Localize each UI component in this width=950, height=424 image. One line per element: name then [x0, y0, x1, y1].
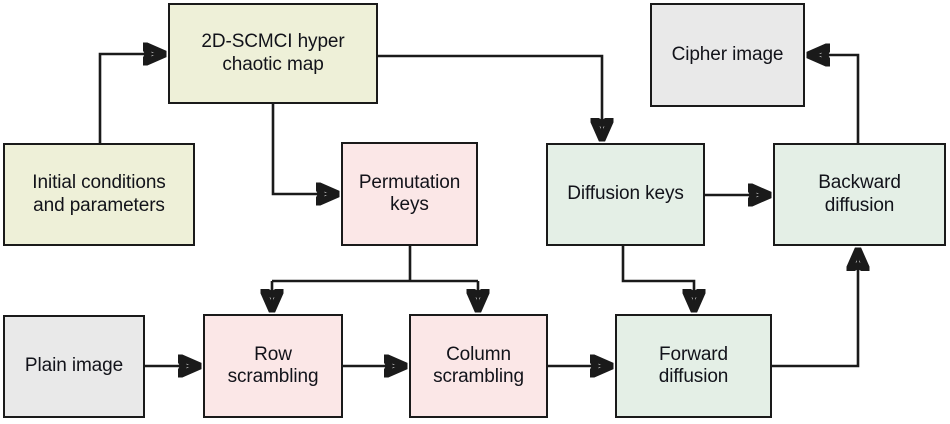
- node-plain-image[interactable]: Plain image: [3, 315, 145, 418]
- edge-initial-to-map: [98, 54, 163, 143]
- edge-map-to-permutation: [271, 104, 336, 194]
- node-backward-diffusion[interactable]: Backward diffusion: [773, 143, 946, 246]
- edge-backward-to-cipher: [810, 55, 860, 143]
- node-column-scrambling[interactable]: Column scrambling: [409, 314, 548, 418]
- edge-permutation-stem: [272, 246, 478, 283]
- node-permutation-keys[interactable]: Permutation keys: [341, 142, 478, 246]
- node-chaotic-map[interactable]: 2D-SCMCI hyper chaotic map: [168, 3, 378, 104]
- node-diffusion-keys[interactable]: Diffusion keys: [546, 143, 705, 246]
- node-initial-conditions[interactable]: Initial conditions and parameters: [3, 143, 195, 246]
- edge-forward-to-backward: [772, 251, 858, 368]
- edge-diffusion-to-forward: [621, 246, 694, 309]
- edge-map-to-diffusion: [378, 54, 602, 138]
- node-cipher-image[interactable]: Cipher image: [650, 3, 805, 107]
- node-forward-diffusion[interactable]: Forward diffusion: [615, 314, 772, 418]
- node-row-scrambling[interactable]: Row scrambling: [203, 314, 343, 418]
